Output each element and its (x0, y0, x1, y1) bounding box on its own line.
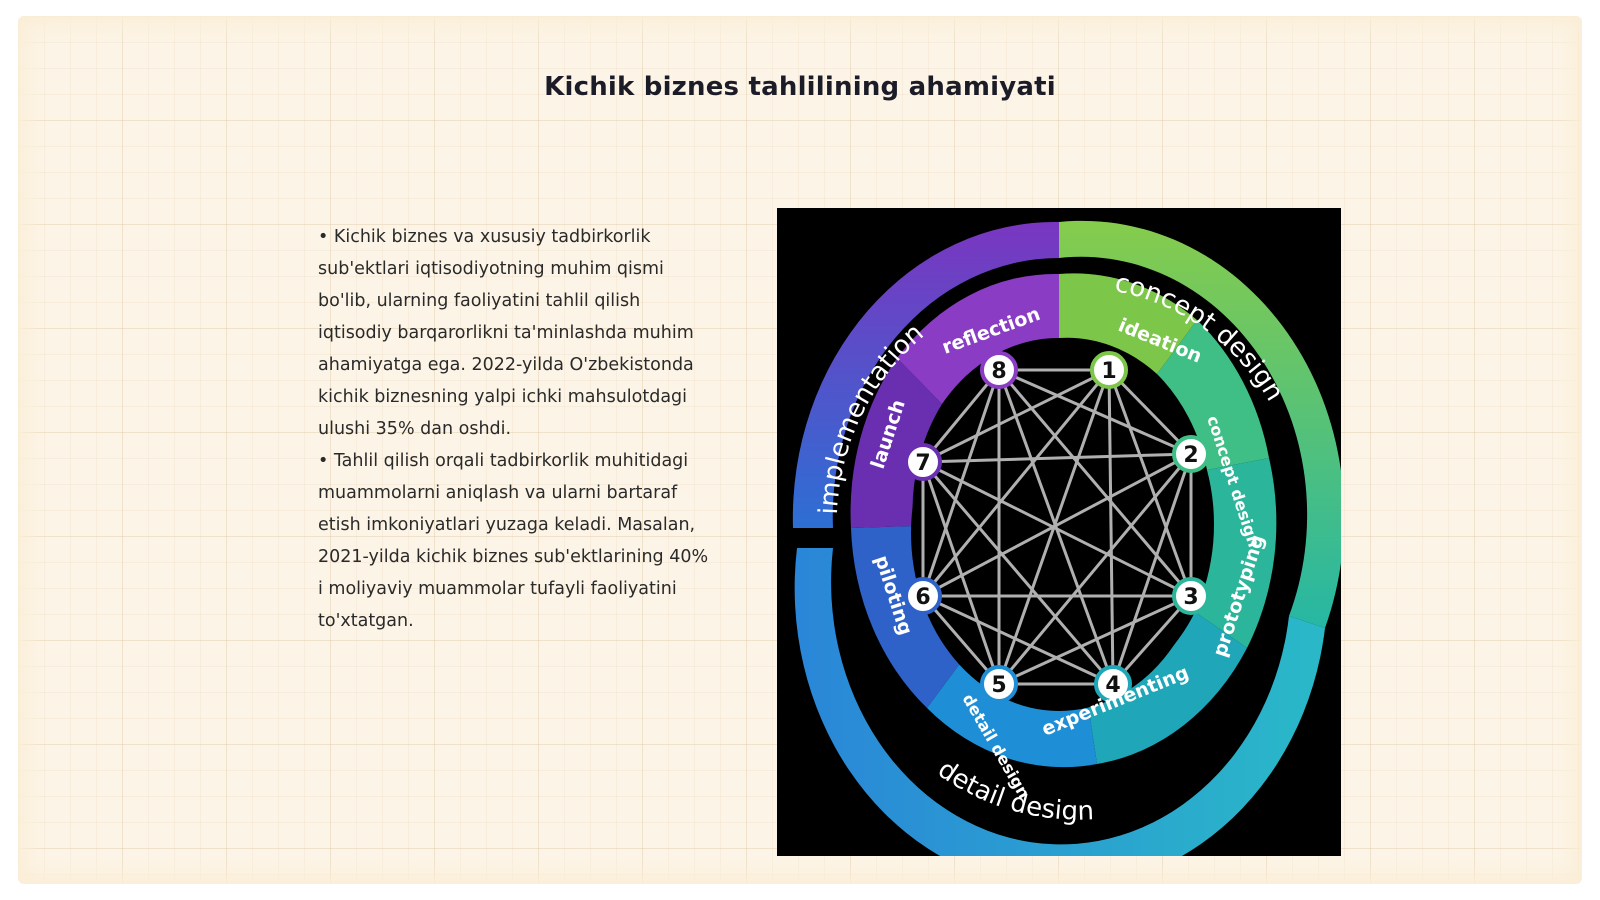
node-2: 2 (1172, 435, 1210, 473)
svg-text:6: 6 (915, 585, 930, 610)
segment-ideation (1059, 273, 1197, 374)
node-5: 5 (980, 665, 1018, 703)
segment-launch (850, 358, 942, 528)
node-1: 1 (1090, 351, 1128, 389)
design-cycle-svg: 1 2 3 4 5 6 7 8 implementation concept d… (792, 220, 1341, 856)
segment-piloting (851, 526, 967, 708)
svg-text:3: 3 (1183, 585, 1198, 610)
svg-text:1: 1 (1101, 359, 1116, 384)
slide: Kichik biznes tahlilining ahamiyati • Ki… (18, 16, 1582, 884)
svg-text:7: 7 (915, 451, 930, 476)
node-6: 6 (904, 577, 942, 615)
segment-reflection (897, 273, 1059, 404)
segment-experimenting (1087, 612, 1247, 764)
node-8: 8 (980, 351, 1018, 389)
segment-prototyping (1195, 458, 1277, 648)
node-7: 7 (904, 443, 942, 481)
svg-text:5: 5 (991, 673, 1006, 698)
network-lines (921, 368, 1193, 686)
svg-text:4: 4 (1105, 673, 1120, 698)
segment-concept-design (1157, 320, 1269, 470)
paragraph-2: • Tahlil qilish orqali tadbirkorlik muhi… (318, 451, 709, 631)
svg-text:2: 2 (1183, 443, 1198, 468)
segment-detail-design (927, 654, 1097, 768)
svg-text:8: 8 (991, 359, 1006, 384)
paragraph-1: • Kichik biznes va xususiy tadbirkorlik … (318, 227, 694, 439)
outer-ring-implementation (792, 221, 1059, 528)
body-text: • Kichik biznes va xususiy tadbirkorlik … (318, 221, 718, 637)
slide-title: Kichik biznes tahlilining ahamiyati (544, 72, 1056, 102)
design-cycle-diagram: 1 2 3 4 5 6 7 8 implementation concept d… (777, 208, 1341, 856)
node-3: 3 (1172, 577, 1210, 615)
outer-ring-concept-design (1059, 220, 1341, 628)
node-4: 4 (1094, 665, 1132, 703)
